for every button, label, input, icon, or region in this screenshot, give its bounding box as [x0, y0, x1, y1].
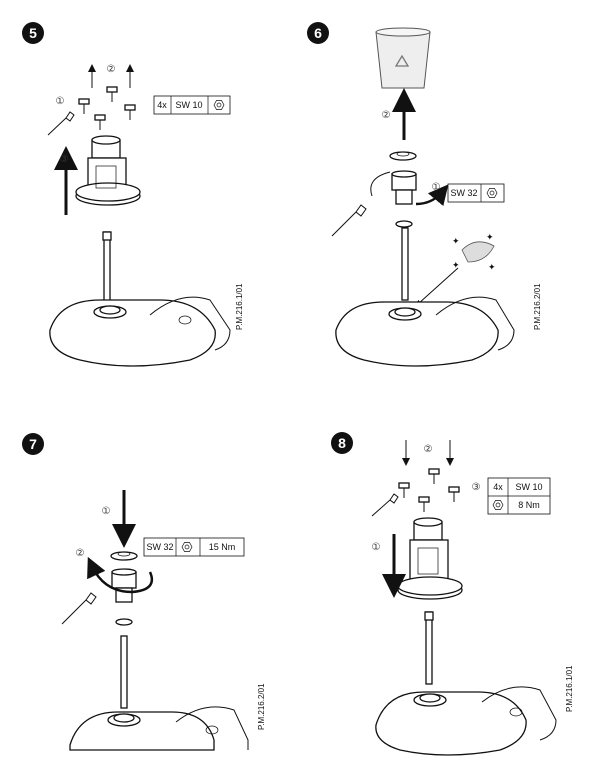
spec-torque: 8 Nm: [518, 500, 540, 510]
actuator: [397, 517, 463, 600]
callout-3: ③: [472, 482, 481, 493]
callout-1: ①: [56, 96, 65, 107]
screw-set: [78, 86, 136, 130]
svg-text:✦: ✦: [452, 236, 460, 246]
drawing-code: P.M.216.2/01: [533, 283, 542, 330]
spec-tool: SW 10: [175, 100, 202, 110]
step-badge: 6: [307, 22, 329, 44]
spec-qty: 4x: [157, 100, 167, 110]
spec-qty: 4x: [493, 482, 503, 492]
spec-tool: SW 32: [450, 188, 477, 198]
drawing-code: P.M.216.2/01: [257, 683, 266, 730]
spec-box: SW 32: [447, 183, 505, 203]
step-number: 6: [314, 25, 322, 41]
recycle-bin-icon: [375, 27, 431, 89]
step-8: 8 ② ③ 4x SW 10 8 Nm: [331, 432, 574, 756]
step-5: 5 ② ① 4x SW 10: [22, 22, 244, 367]
valve-body: [375, 686, 557, 756]
wrench-icon: [61, 592, 97, 625]
drawing-code: P.M.216.1/01: [235, 283, 244, 330]
valve-stem: [103, 231, 111, 303]
svg-text:✦: ✦: [452, 260, 460, 270]
hex-nut-icon: [486, 188, 498, 198]
svg-text:✦: ✦: [486, 232, 494, 242]
spec-box: SW 32 15 Nm: [143, 537, 245, 557]
spec-tool: SW 10: [515, 482, 542, 492]
callout-2: ②: [107, 64, 116, 75]
spec-torque: 15 Nm: [209, 542, 236, 552]
valve-body: [49, 296, 231, 367]
cartridge: [389, 151, 417, 228]
actuator: [75, 135, 141, 206]
valve-stem: [120, 635, 128, 709]
callout-1: ①: [372, 542, 381, 553]
wrench-icon: [47, 111, 75, 136]
step-badge: 7: [22, 433, 44, 455]
step-6: 6 ② ① SW 32 ✦ ✦: [307, 22, 542, 367]
hex-nut-icon: [213, 100, 225, 110]
valve-body: [69, 706, 249, 751]
valve-body: [335, 296, 515, 367]
step-badge: 5: [22, 22, 44, 44]
callout-2: ②: [382, 110, 391, 121]
valve-stem: [401, 227, 409, 301]
drawing-code: P.M.216.1/01: [565, 665, 574, 712]
callout-1: ①: [432, 182, 441, 193]
svg-text:✦: ✦: [488, 262, 496, 272]
wrench-icon: [331, 204, 367, 237]
step-number: 8: [338, 435, 346, 451]
callout-2: ②: [76, 548, 85, 559]
cleaning-cloth-icon: ✦ ✦ ✦ ✦: [452, 232, 496, 272]
spec-box: 4x SW 10: [153, 95, 231, 115]
callout-3: ③: [60, 154, 69, 165]
step-badge: 8: [331, 432, 353, 454]
screw-set: [398, 468, 460, 512]
hex-nut-icon: [492, 500, 504, 510]
wrench-icon: [371, 493, 399, 517]
step-number: 7: [29, 436, 37, 452]
spec-tool: SW 32: [146, 542, 173, 552]
callout-2: ②: [424, 444, 433, 455]
callout-1: ①: [102, 506, 111, 517]
step-7: 7 ① SW 32 15 Nm ②: [22, 433, 266, 751]
valve-stem: [425, 611, 433, 685]
spec-box: 4x SW 10 8 Nm: [487, 477, 551, 515]
hex-nut-icon: [181, 542, 193, 552]
step-number: 5: [29, 25, 37, 41]
